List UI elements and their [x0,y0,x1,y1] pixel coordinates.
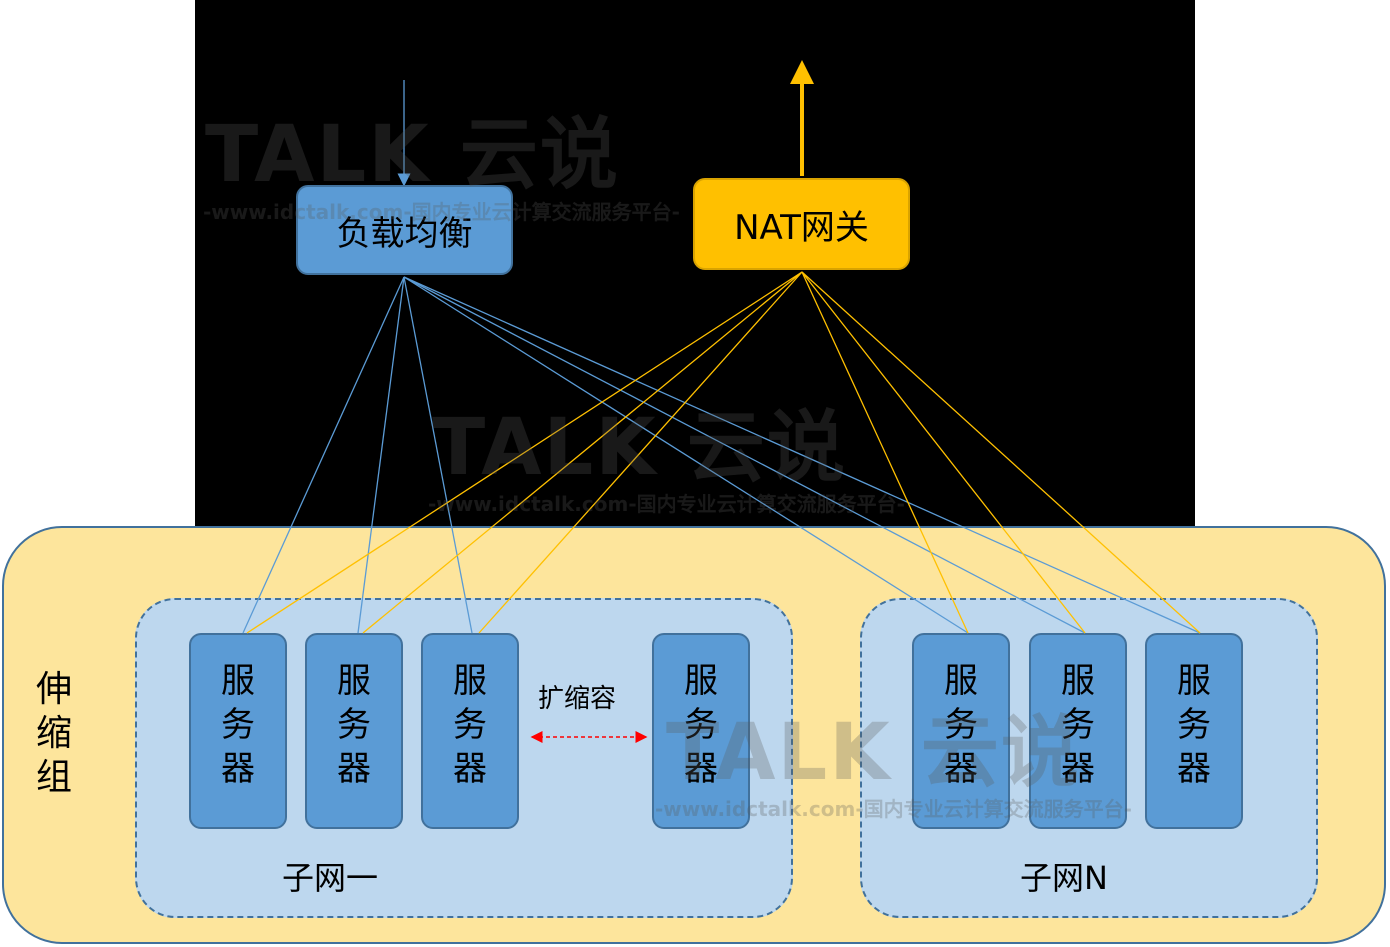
nat-gateway[interactable]: NAT网关 [693,178,910,270]
nat-link-server-6 [801,271,1086,634]
lb-link-server-2 [357,276,405,634]
server-3[interactable]: 服务器 [421,633,519,829]
lb-link-server-5 [403,276,969,634]
lb-link-server-7 [403,276,1201,634]
subnet-1-label: 子网一 [282,859,379,897]
nat-link-server-7 [801,271,1201,634]
server-2[interactable]: 服务器 [305,633,403,829]
server-4[interactable]: 服务器 [652,633,750,829]
server-label: 服务器 [337,661,371,789]
lb-link-server-1 [242,276,405,634]
lb-link-server-6 [403,276,1086,634]
server-1[interactable]: 服务器 [189,633,287,829]
background-panel [195,0,1195,560]
scale-action-label: 扩缩容 [538,684,617,714]
server-7[interactable]: 服务器 [1145,633,1243,829]
nat-link-server-5 [801,271,969,634]
load-balancer[interactable]: 负载均衡 [296,185,513,275]
lb-link-server-3 [403,276,473,634]
scaling-group-label: 伸缩组 [35,669,72,798]
server-label: 服务器 [944,661,978,789]
nat-link-server-2 [362,271,803,634]
server-label: 服务器 [1061,661,1095,789]
server-label: 服务器 [453,661,487,789]
server-label: 服务器 [221,661,255,789]
server-5[interactable]: 服务器 [912,633,1010,829]
server-6[interactable]: 服务器 [1029,633,1127,829]
server-label: 服务器 [1177,661,1211,789]
subnet-n-label: 子网N [1020,859,1108,897]
server-label: 服务器 [684,661,718,789]
nat-link-server-1 [246,271,803,634]
nat-link-server-3 [478,271,803,634]
